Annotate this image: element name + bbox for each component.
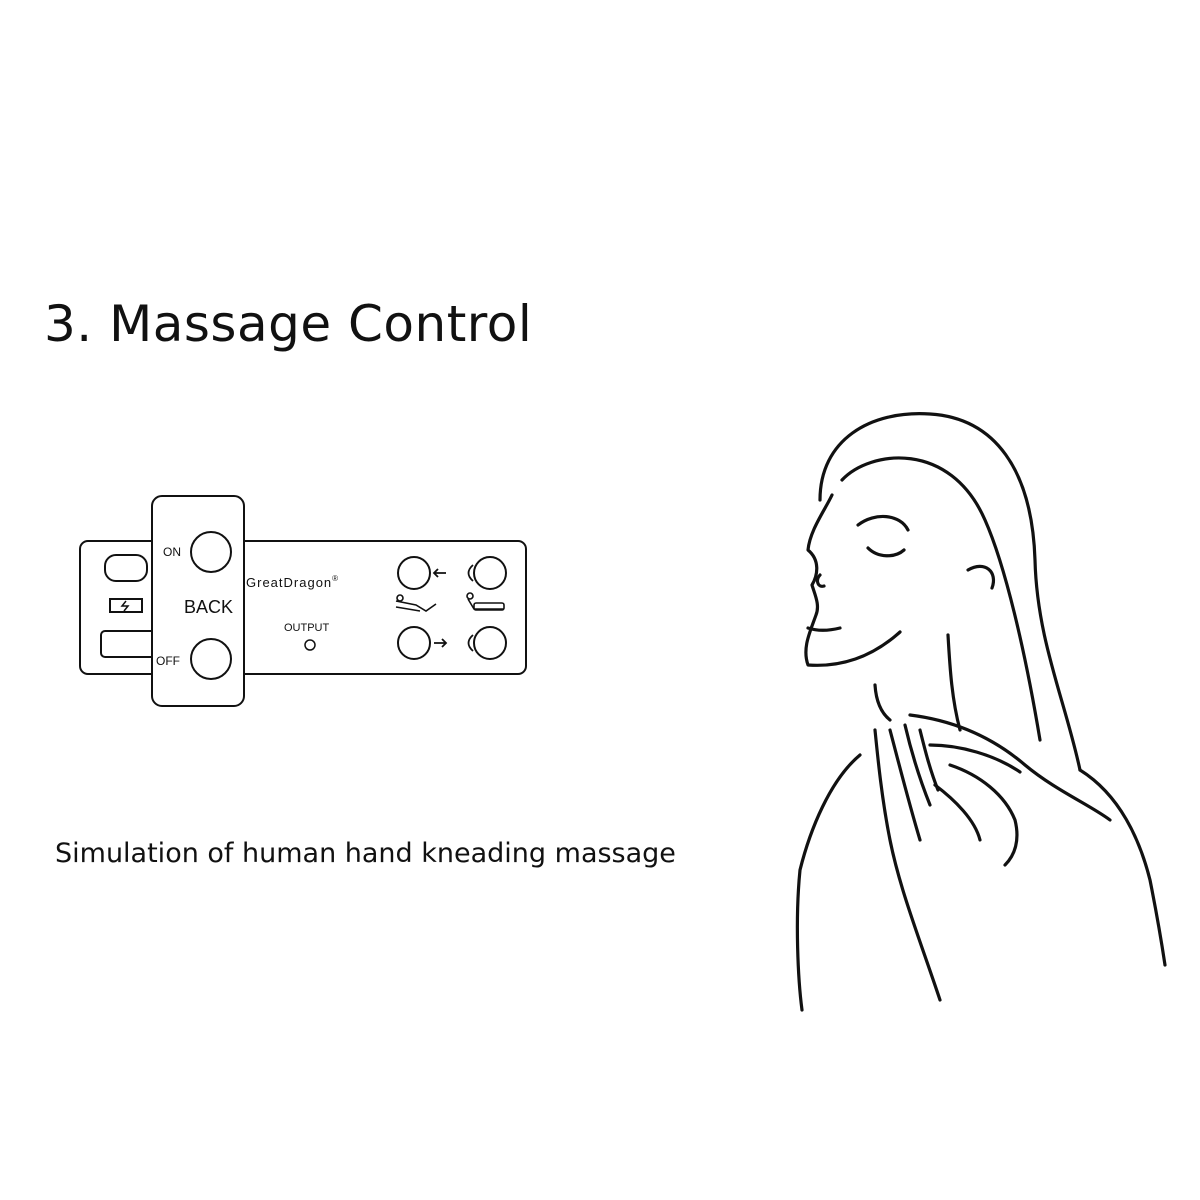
left-arrow-icon	[432, 568, 446, 578]
top-left-key	[104, 554, 148, 582]
off-label: OFF	[156, 654, 180, 668]
neck-front	[873, 683, 892, 722]
section-title: 3. Massage Control	[44, 295, 533, 353]
rotate-arrow-icon	[467, 564, 474, 582]
lips	[806, 626, 842, 632]
right-arrow-icon	[434, 638, 448, 648]
lying-person-icon	[466, 592, 505, 611]
right-shoulder	[1078, 768, 1167, 967]
caption: Simulation of human hand kneading massag…	[55, 838, 676, 869]
control-panel-diagram: ON BACK OFF GreatDragon® OUTPUT	[79, 495, 527, 707]
ear	[966, 564, 995, 590]
hair-inner	[840, 456, 1042, 742]
woman-neck-massage-illustration	[795, 412, 1167, 1012]
back-label: BACK	[184, 597, 233, 617]
left-hand	[873, 723, 942, 1002]
right-hand	[908, 713, 1112, 867]
output-port	[304, 639, 316, 651]
recline-forward-button[interactable]	[397, 626, 431, 660]
rotate-arrow-icon-2	[467, 634, 474, 652]
hair-outline	[818, 412, 1082, 772]
off-button[interactable]	[190, 638, 232, 680]
battery-icon	[109, 598, 143, 613]
rotate-up-button[interactable]	[473, 556, 507, 590]
face-profile	[804, 493, 902, 667]
left-shoulder	[795, 753, 862, 1012]
on-label: ON	[163, 545, 181, 559]
brand-logo: GreatDragon®	[246, 574, 339, 590]
closed-eye	[866, 546, 906, 558]
eyebrow	[856, 514, 910, 532]
nostril	[815, 573, 826, 588]
bottom-left-key	[100, 630, 156, 658]
recline-arrow-icon	[395, 594, 437, 612]
recline-back-button[interactable]	[397, 556, 431, 590]
on-button[interactable]	[190, 531, 232, 573]
neck-back	[946, 633, 962, 732]
output-label: OUTPUT	[284, 622, 330, 634]
rotate-down-button[interactable]	[473, 626, 507, 660]
